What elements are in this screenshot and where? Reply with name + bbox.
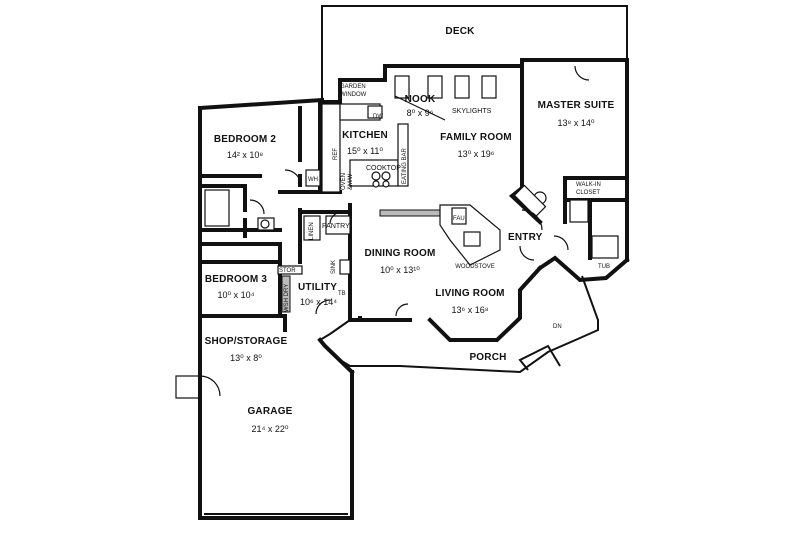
sink-label: SINK xyxy=(331,260,337,274)
master-suite-dim: 13⁸ x 14⁰ xyxy=(558,118,595,128)
deck-label: DECK xyxy=(445,26,475,37)
wh-label: WH xyxy=(308,177,318,183)
door-swings xyxy=(199,65,590,397)
garden-window-label: GARDEN xyxy=(340,84,366,90)
pantry-label: PANTRY xyxy=(322,223,350,230)
walk-in-label: WALK-IN xyxy=(576,182,601,188)
nook-dim: 8⁰ x 9⁶ xyxy=(407,108,434,118)
porch-outline xyxy=(319,275,599,374)
bedroom3-label: BEDROOM 3 xyxy=(205,274,268,285)
tub-label: TUB xyxy=(598,264,610,270)
dining-room-label: DINING ROOM xyxy=(364,248,435,259)
ref-label: REF xyxy=(333,148,339,160)
master-suite-label: MASTER SUITE xyxy=(538,100,615,111)
woodstove-label: WOODSTOVE xyxy=(455,264,495,270)
eating-bar-label: EATING BAR xyxy=(402,147,408,184)
nook-label: NOOK xyxy=(405,94,436,105)
shop-door xyxy=(175,375,201,399)
kitchen-counters xyxy=(305,103,409,193)
fau-label: FAU xyxy=(453,216,465,222)
shop-storage-label: SHOP/STORAGE xyxy=(205,336,288,347)
woodstove-area xyxy=(379,204,501,266)
oven-label: OVEN xyxy=(341,173,347,190)
utility-label: UTILITY xyxy=(298,282,337,293)
linen-label: LINEN xyxy=(309,222,315,240)
bedroom2-label: BEDROOM 2 xyxy=(214,134,277,145)
exterior-walls xyxy=(197,58,630,520)
garden-window-label-2: WINDOW xyxy=(340,92,367,98)
porch-label: PORCH xyxy=(469,352,506,363)
skylights-label: SKYLIGHTS xyxy=(452,108,492,115)
bedroom2-dim: 14² x 10⁸ xyxy=(227,150,264,160)
kitchen-dim: 15⁰ x 11⁰ xyxy=(347,146,383,156)
skylights xyxy=(394,75,497,121)
room-labels: DECK GARDEN WINDOW NOOK 8⁰ x 9⁶ SKYLIGHT… xyxy=(205,26,615,434)
living-room-label: LIVING ROOM xyxy=(435,288,504,299)
bath-fixtures xyxy=(204,184,619,259)
entry-label: ENTRY xyxy=(508,232,543,243)
cooktop-label: COOKTOP xyxy=(366,165,401,172)
stor-label: STOR xyxy=(279,268,296,274)
tb-label: TB xyxy=(338,291,346,297)
dining-room-dim: 10⁰ x 13¹⁰ xyxy=(380,265,420,275)
utility-dim: 10⁶ x 14⁴ xyxy=(300,297,337,307)
deck-outline xyxy=(321,5,628,100)
garage-dim: 21⁴ x 22⁰ xyxy=(252,424,289,434)
bedroom3-dim: 10⁰ x 10⁴ xyxy=(218,290,255,300)
closet-label: CLOSET xyxy=(576,190,600,196)
interior-walls xyxy=(201,64,629,322)
utility-fixtures xyxy=(277,215,351,313)
oven-label-2: &M/W xyxy=(348,173,354,190)
kitchen-label: KITCHEN xyxy=(342,130,388,141)
family-room-label: FAMILY ROOM xyxy=(440,132,512,143)
dw-label: DW xyxy=(373,114,383,120)
family-room-dim: 13⁰ x 19⁶ xyxy=(458,149,495,159)
shop-storage-dim: 13⁰ x 8⁰ xyxy=(230,353,262,363)
garage-label: GARAGE xyxy=(247,406,292,417)
living-room-dim: 13⁶ x 16⁸ xyxy=(451,305,488,315)
wsh-dry-label: WSH DRY xyxy=(284,284,290,312)
dn-label: DN xyxy=(553,324,562,330)
